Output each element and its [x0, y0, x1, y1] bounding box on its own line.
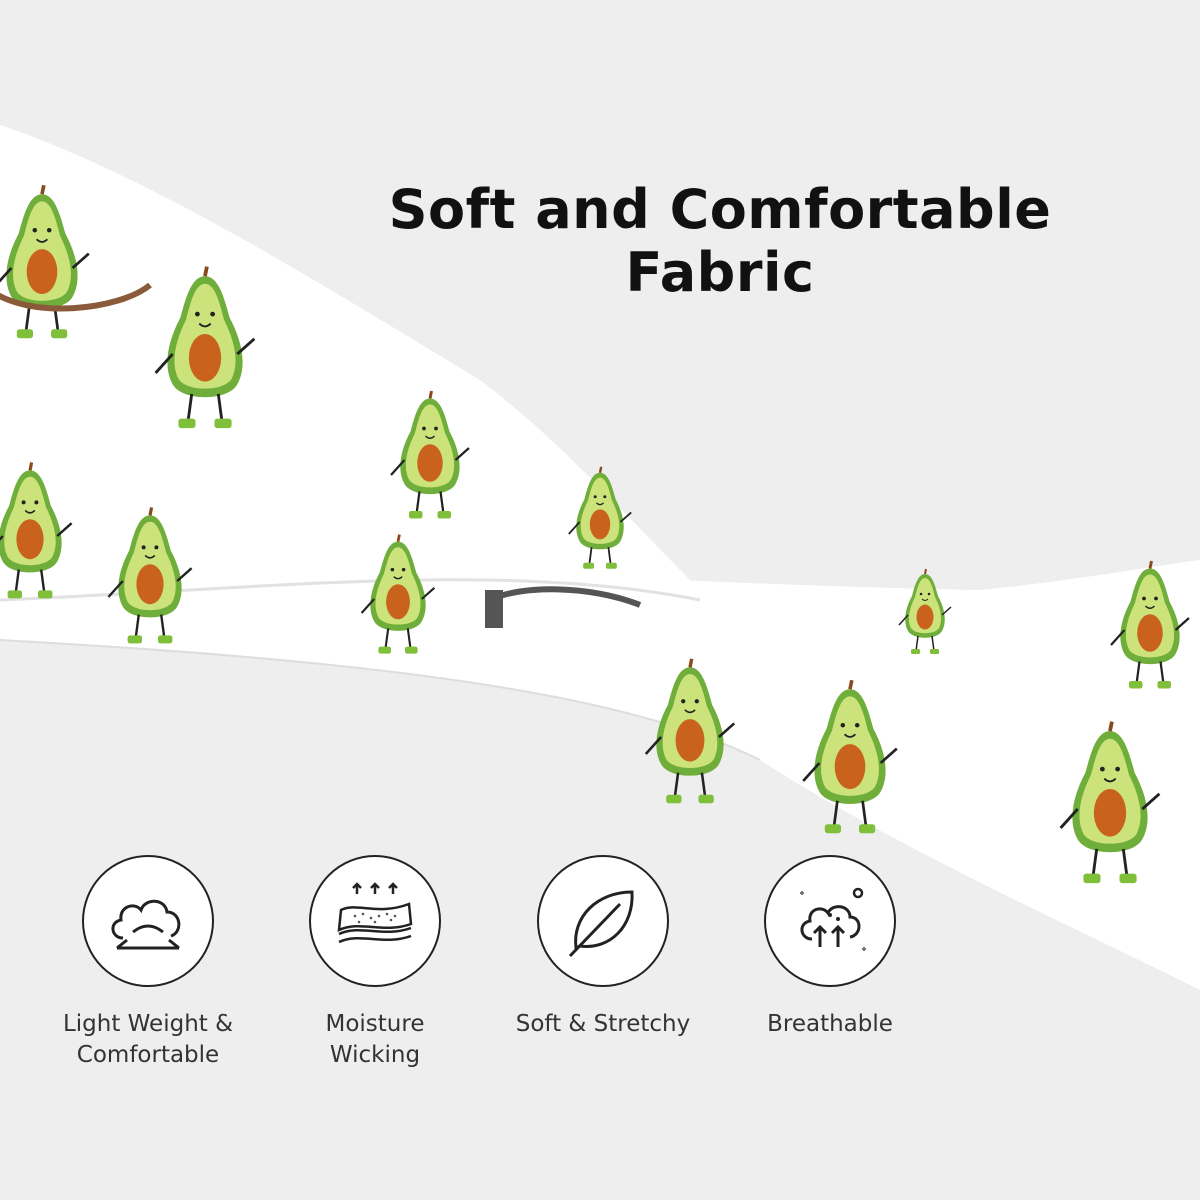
feature-label: Moisture Wicking — [325, 1011, 425, 1068]
feature-label: Light Weight & Comfortable — [62, 1011, 234, 1068]
feature-icon-circle — [764, 855, 896, 987]
feature-moisture: Moisture Wicking — [255, 855, 495, 1071]
breathable-arrows-icon — [800, 887, 866, 951]
feature-label: Breathable — [767, 1011, 893, 1037]
feature-icon-circle — [309, 855, 441, 987]
feature-icon-circle — [537, 855, 669, 987]
leaf-icon — [568, 890, 634, 958]
headline: Soft and Comfortable Fabric — [388, 178, 1052, 304]
feature-soft-stretchy: Soft & Stretchy — [483, 855, 723, 1040]
feature-icon-circle — [82, 855, 214, 987]
feature-list: Light Weight & Comfortable Moisture Wick… — [0, 855, 1200, 1095]
moisture-layers-icon — [337, 882, 413, 944]
feature-label: Soft & Stretchy — [515, 1011, 691, 1037]
feature-lightweight: Light Weight & Comfortable — [28, 855, 268, 1071]
feature-breathable: Breathable — [710, 855, 950, 1040]
cloud-weight-icon — [111, 899, 181, 950]
